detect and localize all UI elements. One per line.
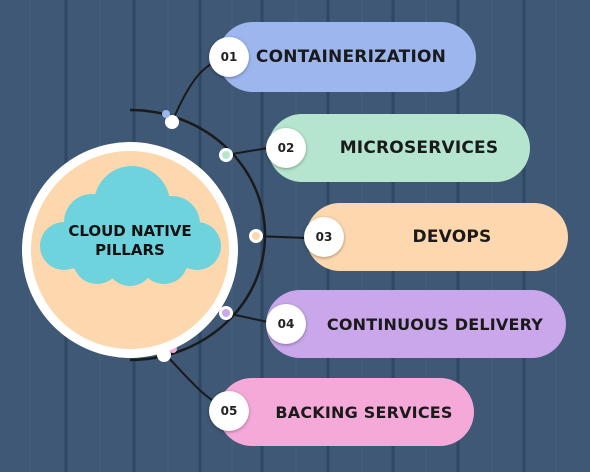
connector-line-02 [225,147,269,156]
connector-dot-accent-01 [162,110,170,118]
connector-dot-accent-03 [252,232,260,240]
pillar-label: BACKING SERVICES [275,402,453,422]
cloud-icon [40,166,221,286]
pillar-pill-microservices: MICROSERVICES [268,114,530,182]
pillar-label: MICROSERVICES [339,138,499,158]
connector-line-03 [255,235,307,239]
pillar-number-04: 04 [266,304,306,344]
pillar-label: CONTINUOUS DELIVERY [326,314,544,334]
pillar-number-05: 05 [209,391,249,431]
connector-arc [129,108,267,362]
pillar-pill-devops: DEVOPS [306,203,568,271]
connector-dot-01 [165,115,179,129]
pillar-pill-containerization: CONTAINERIZATION [218,22,476,92]
pillar-number-03: 03 [304,217,344,257]
pillar-number-01: 01 [209,37,249,77]
pillar-label: DEVOPS [412,227,492,247]
center-title: CLOUD NATIVE PILLARS [40,222,220,260]
pillar-label: CONTAINERIZATION [255,47,447,67]
connector-dot-accent-04 [222,309,230,317]
connector-dot-accent-02 [222,151,230,159]
pillar-pill-backing-services: BACKING SERVICES [218,378,474,446]
pillar-pill-continuous-delivery: CONTINUOUS DELIVERY [266,290,566,358]
center-title-line-2: PILLARS [95,241,165,259]
pillar-number-02: 02 [266,128,306,168]
center-title-line-1: CLOUD NATIVE [68,222,192,240]
connector-line-04 [225,312,269,323]
